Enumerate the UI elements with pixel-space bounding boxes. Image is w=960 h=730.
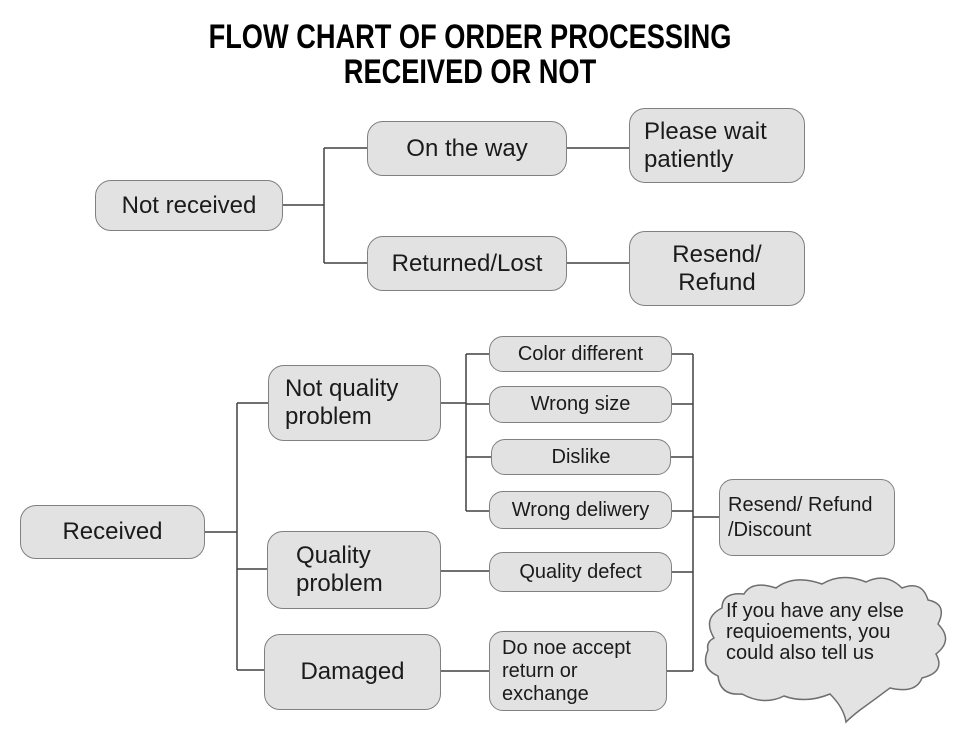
speech-bubble-shape [704,576,947,724]
node-resend-refund-discount: Resend/ Refund /Discount [719,479,895,556]
node-returned-lost: Returned/Lost [367,236,567,291]
node-quality-problem: Quality problem [267,531,441,609]
page-title: FLOW CHART OF ORDER PROCESSING RECEIVED … [94,20,846,90]
node-please-wait-patiently: Please wait patiently [629,108,805,183]
node-on-the-way: On the way [367,121,567,176]
node-wrong-delivery: Wrong deliwery [489,491,672,529]
page-title-line1: FLOW CHART OF ORDER PROCESSING [208,18,732,56]
node-wrong-size: Wrong size [489,386,672,423]
node-damaged: Damaged [264,634,441,710]
node-resend-refund: Resend/ Refund [629,231,805,306]
node-color-different: Color different [489,336,672,372]
node-quality-defect: Quality defect [489,552,672,592]
node-do-not-accept: Do noe accept return or exchange [489,631,667,711]
speech-bubble-text: If you have any else requioements, you c… [726,600,904,664]
node-not-quality-problem: Not quality problem [268,365,441,441]
node-received: Received [20,505,205,559]
node-dislike: Dislike [491,439,671,475]
node-not-received: Not received [95,180,283,231]
page-title-line2: RECEIVED OR NOT [343,53,597,91]
